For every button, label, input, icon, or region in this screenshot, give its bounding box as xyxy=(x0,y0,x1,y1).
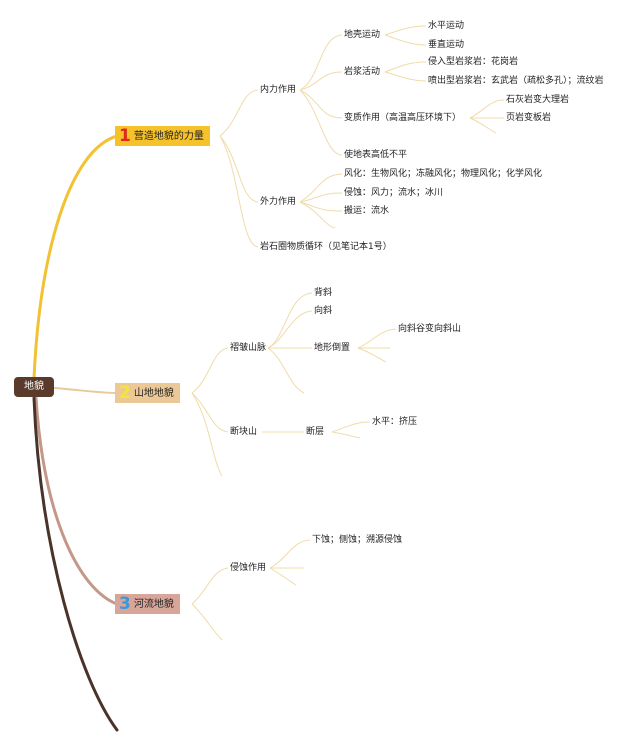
trunk-line xyxy=(32,396,119,732)
node-shale-slate[interactable]: 页岩变板岩 xyxy=(506,113,552,123)
root-node[interactable]: 地貌 xyxy=(14,377,54,397)
branch-3-line xyxy=(34,396,119,606)
node-erosion[interactable]: 侵蚀：风力；流水；冰川 xyxy=(344,188,444,198)
node-rock-cycle[interactable]: 岩石圈物质循环（见笔记本1号） xyxy=(260,242,392,252)
node-transport[interactable]: 搬运：流水 xyxy=(344,206,390,216)
node-horizontal-movement[interactable]: 水平运动 xyxy=(428,21,465,31)
branch-number: 3 xyxy=(119,594,131,614)
branch-2-line xyxy=(53,387,118,394)
node-fault[interactable]: 断层 xyxy=(306,427,325,437)
node-crustal-movement[interactable]: 地壳运动 xyxy=(344,30,381,40)
node-intrusive-rock[interactable]: 侵入型岩浆岩：花岗岩 xyxy=(428,57,519,67)
branch-number: 2 xyxy=(119,383,131,403)
branch-number: 1 xyxy=(119,126,131,146)
node-syncline[interactable]: 向斜 xyxy=(314,306,333,316)
node-external-force[interactable]: 外力作用 xyxy=(260,197,297,207)
node-extrusive-rock[interactable]: 喷出型岩浆岩：玄武岩（疏松多孔）；流纹岩 xyxy=(428,76,604,86)
node-terrain-inversion[interactable]: 地形倒置 xyxy=(314,343,351,353)
node-limestone-marble[interactable]: 石灰岩变大理岩 xyxy=(506,95,570,105)
branch-label: 山地地貌 xyxy=(133,388,174,399)
node-internal-force[interactable]: 内力作用 xyxy=(260,85,297,95)
node-fault-block-mountain[interactable]: 断块山 xyxy=(230,427,258,437)
branch-1-line xyxy=(32,134,119,380)
node-syncline-valley[interactable]: 向斜谷变向斜山 xyxy=(398,324,462,334)
node-magma-activity[interactable]: 岩浆活动 xyxy=(344,67,381,77)
node-anticline[interactable]: 背斜 xyxy=(314,288,333,298)
node-weathering[interactable]: 风化：生物风化；冻融风化；物理风化；化学风化 xyxy=(344,169,543,179)
branch-label: 河流地貌 xyxy=(133,599,174,610)
node-erosion-action[interactable]: 侵蚀作用 xyxy=(230,563,267,573)
node-metamorphism[interactable]: 变质作用（高温高压环境下） xyxy=(344,113,462,123)
node-uneven-surface[interactable]: 使地表高低不平 xyxy=(344,150,408,160)
node-erosion-types[interactable]: 下蚀；侧蚀；溯源侵蚀 xyxy=(312,535,403,545)
branch-label: 营造地貌的力量 xyxy=(133,131,204,142)
node-compression[interactable]: 水平：挤压 xyxy=(372,417,418,427)
node-vertical-movement[interactable]: 垂直运动 xyxy=(428,40,465,50)
node-fold-mountain[interactable]: 褶皱山脉 xyxy=(230,343,267,353)
